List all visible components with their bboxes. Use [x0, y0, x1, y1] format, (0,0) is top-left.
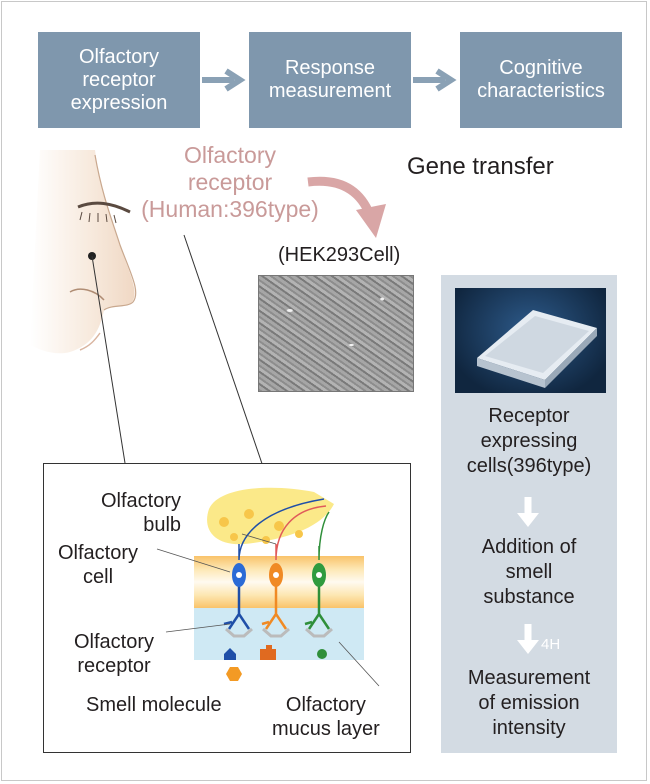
gene-transfer-arrow [307, 176, 386, 238]
flow-arrow-2 [413, 68, 457, 92]
microplate-photo [455, 288, 606, 393]
step-cognitive-characteristics: Cognitive characteristics [460, 32, 622, 128]
olfactory-mucus-layer-label: Olfactory mucus layer [272, 694, 380, 740]
flow-arrow-1 [202, 68, 246, 92]
olfactory-anatomy-diagram [156, 487, 380, 687]
hek293-cell-micrograph [258, 275, 414, 392]
gene-transfer-label: Gene transfer [407, 153, 554, 180]
smell-molecule-label: Smell molecule [86, 694, 222, 716]
olfactory-anatomy-detail: Olfactory bulb Olfactory cell Olfactory … [43, 463, 411, 753]
olfactory-receptor-detail-label: Olfactory receptor [74, 631, 155, 677]
step-olfactory-receptor-expression: Olfactory receptor expression [38, 32, 200, 128]
hek293-cell-label: (HEK293Cell) [278, 244, 401, 266]
olfactory-receptor-label: Olfactory receptor (Human:396type) [141, 142, 319, 222]
olfactory-cell-label: Olfactory cell [58, 542, 139, 588]
duration-label: 4H [541, 636, 561, 653]
step-response-measurement: Response measurement [249, 32, 411, 128]
down-arrow-2 [517, 624, 539, 654]
down-arrow-1 [517, 497, 539, 527]
addition-of-smell-substance-text: Addition of smell substance [481, 536, 577, 608]
olfactory-bulb-label: Olfactory bulb [101, 490, 182, 536]
receptor-expressing-cells-text: Receptor expressing cells(396type) [466, 405, 592, 477]
measurement-of-emission-intensity-text: Measurement of emission intensity [467, 667, 591, 739]
